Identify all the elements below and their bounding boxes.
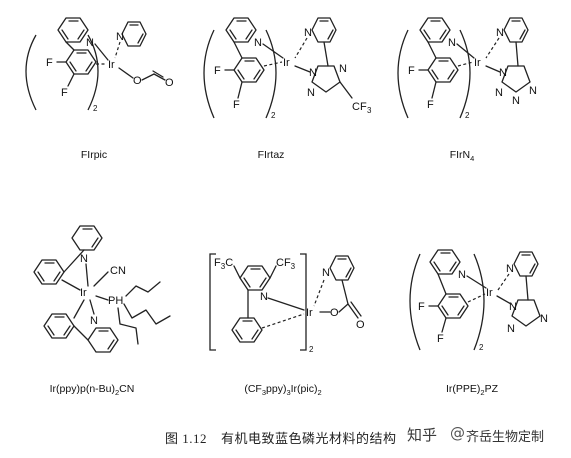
bracket-left <box>409 253 421 351</box>
cf3-group: F3C <box>214 257 233 271</box>
watermark-at-sign: @ <box>450 424 465 442</box>
nitrogen-atom: N <box>90 315 98 327</box>
figure-caption: 图 1.12 有机电致蓝色磷光材料的结构 <box>165 428 397 447</box>
nitrogen-atom: N <box>307 87 315 99</box>
tetrazole-ring <box>501 65 531 93</box>
cf3-subscript: 3 <box>367 106 372 115</box>
watermark-username: 齐岳生物定制 <box>466 430 545 445</box>
nitrogen-atom: N <box>80 253 88 265</box>
molecule-firpic: 2 F F N Ir N O O FIrpic <box>25 17 174 161</box>
watermark: 知乎 @ 齐岳生物定制 <box>407 422 567 446</box>
nitrogen-atom: N <box>86 37 94 49</box>
picolinate-pyridine-ring <box>329 255 355 281</box>
iridium-atom: Ir <box>108 59 115 71</box>
bracket-left <box>397 29 409 119</box>
pyridine-ring <box>71 225 103 251</box>
bracket-right <box>87 34 99 111</box>
molecule-firn4: 2 F F N Ir N N N N N FIrN4 <box>397 17 537 163</box>
nitrogen-atom: N <box>506 263 514 275</box>
figure-number: 图 1.12 <box>165 431 208 446</box>
iridium-atom: Ir <box>283 57 290 69</box>
molecule-firtaz: 2 F F N Ir N N N N CF 3 FIrtaz <box>203 17 372 161</box>
bracket-right <box>265 29 277 119</box>
oxygen-atom: O <box>356 319 365 331</box>
subscript-2: 2 <box>465 111 470 120</box>
subscript-2: 2 <box>479 343 484 352</box>
subscript-2: 2 <box>93 104 98 113</box>
molecule-caption: Ir(ppy)p(n-Bu)2CN <box>50 383 135 397</box>
nitrogen-atom: N <box>309 67 317 79</box>
bracket-right <box>459 29 471 119</box>
molecule-caption: (CF3ppy)3Ir(pic)2 <box>244 383 321 397</box>
nitrogen-atom: N <box>116 31 124 43</box>
fluorine-atom: F <box>418 301 425 313</box>
nitrogen-atom: N <box>509 301 517 313</box>
cf3-group: CF <box>352 101 367 113</box>
fluorine-atom: F <box>427 99 434 111</box>
iridium-atom: Ir <box>474 57 481 69</box>
oxygen-atom: O <box>330 307 339 319</box>
bracket-right <box>473 253 485 351</box>
fluorine-atom: F <box>233 99 240 111</box>
bracket-left <box>203 29 215 119</box>
bracket-right <box>300 253 307 351</box>
fluorine-atom: F <box>61 87 68 99</box>
nitrogen-atom: N <box>339 63 347 75</box>
nitrogen-atom: N <box>495 87 503 99</box>
pyridyl-ring <box>513 251 539 277</box>
phenyl-ring <box>231 317 263 343</box>
nitrogen-atom: N <box>322 267 330 279</box>
butyl-chain <box>123 303 171 325</box>
cf3-group: CF3 <box>276 257 296 271</box>
molecule-caption: FIrtaz <box>258 149 285 161</box>
iridium-atom: Ir <box>80 287 87 299</box>
nitrogen-atom: N <box>458 269 466 281</box>
molecule-irppy-pbu-cn: N Ir CN PH N Ir(ppy)p(n-Bu)2CN <box>33 225 171 397</box>
phosphine-atom: PH <box>108 295 123 307</box>
zhihu-logo: 知乎 <box>407 426 438 444</box>
molecule-caption: FIrpic <box>81 149 107 161</box>
nitrogen-atom: N <box>448 37 456 49</box>
nitrogen-atom: N <box>507 323 515 335</box>
butyl-chain <box>125 281 161 297</box>
cyanide-group: CN <box>110 265 126 277</box>
nitrogen-atom: N <box>304 27 312 39</box>
pyridyl-ring <box>503 17 529 43</box>
figure-caption-text: 有机电致蓝色磷光材料的结构 <box>221 432 397 447</box>
triazole-ring <box>511 299 541 327</box>
nitrogen-atom: N <box>254 37 262 49</box>
nitrogen-atom: N <box>496 27 504 39</box>
fluorine-atom: F <box>437 333 444 345</box>
iridium-atom: Ir <box>486 287 493 299</box>
oxygen-atom: O <box>165 77 174 89</box>
oxygen-atom: O <box>133 75 142 87</box>
fluorine-atom: F <box>46 57 53 69</box>
fluorine-atom: F <box>214 65 221 77</box>
picolinate-pyridine-ring <box>121 21 147 47</box>
fluorine-atom: F <box>408 65 415 77</box>
pyridine-ring <box>87 327 119 353</box>
nitrogen-atom: N <box>512 95 520 107</box>
triazole-ring <box>311 65 341 93</box>
molecule-caption: FIrN4 <box>450 149 475 163</box>
nitrogen-atom: N <box>260 291 268 303</box>
bracket-left <box>25 34 37 111</box>
nitrogen-atom: N <box>499 67 507 79</box>
molecule-cf3ppy-irpic: 2 F3C CF3 N Ir N O O (CF3ppy)3Ir(pic)2 <box>209 253 365 397</box>
subscript-2: 2 <box>271 111 276 120</box>
subscript-2: 2 <box>309 345 314 354</box>
pyridyl-ring <box>311 17 337 43</box>
molecule-irppe-pz: 2 F F N Ir N N N N Ir(PPE)2PZ <box>409 249 548 397</box>
nitrogen-atom: N <box>529 85 537 97</box>
bracket-left <box>209 253 216 351</box>
butyl-chain <box>117 307 139 345</box>
iridium-atom: Ir <box>306 307 313 319</box>
nitrogen-atom: N <box>540 313 548 325</box>
molecule-caption: Ir(PPE)2PZ <box>446 383 499 397</box>
